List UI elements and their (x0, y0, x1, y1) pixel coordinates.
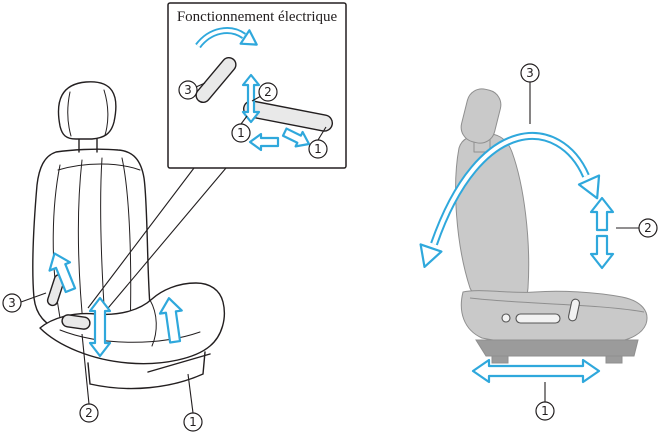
label-3-left-text: 3 (8, 296, 16, 310)
callout-label-1b-text: 1 (314, 142, 322, 156)
callout-label-lines (195, 82, 327, 141)
label-2-right: 2 (638, 218, 658, 238)
lift-up-arrow-icon (589, 196, 615, 232)
label-2-left-line (81, 333, 90, 405)
label-1-left: 1 (183, 412, 203, 432)
label-1-left-line (187, 373, 194, 414)
callout-box: Fonctionnement électrique 3 2 1 (167, 2, 347, 169)
side-slide-switch (515, 313, 561, 324)
left-seat-labels: 3 2 1 (2, 292, 203, 432)
cushion-seam-right (149, 299, 157, 347)
right-seat-arrows (419, 131, 615, 384)
slide-double-arrow-icon (471, 358, 601, 384)
recline-arc-core (432, 133, 588, 245)
right-cushion-seam (469, 297, 645, 313)
seat-cushion (39, 282, 226, 365)
right-seat-base (475, 339, 639, 357)
label-2-left: 2 (79, 403, 99, 423)
left-seat-illustration (32, 81, 226, 390)
label-1-left-text: 1 (189, 415, 197, 429)
right-seat-foot-front (491, 355, 509, 364)
right-seat-illustration (455, 88, 648, 364)
side-knob (501, 313, 511, 323)
label-2-left-text: 2 (85, 406, 93, 420)
cushion-seam-front (59, 329, 201, 343)
lift-double-arrow-icon (241, 73, 261, 124)
callout-pointer-lines (87, 167, 227, 321)
label-1-right: 1 (535, 401, 555, 421)
label-3-left-line (20, 292, 47, 303)
callout-title: Fonctionnement électrique (177, 9, 338, 25)
seat-back-seam-right (121, 157, 132, 333)
slide-left-arrow-icon (248, 132, 280, 152)
callout-label-1b: 1 (308, 139, 328, 159)
recline-switch-lever (195, 56, 237, 104)
right-seat-foot-rear (605, 355, 623, 364)
callout-label-1a: 1 (231, 123, 251, 143)
callout-label-3: 3 (178, 80, 198, 100)
recline-curve-arrow-head-icon (239, 29, 258, 46)
seat-back-seam-mid1 (77, 159, 85, 335)
seat-base-rails (87, 351, 211, 390)
right-seat-back (455, 133, 530, 311)
slide-right-arrow-icon (281, 127, 311, 148)
lift-down-arrow-icon (589, 234, 615, 270)
right-headrest (460, 88, 502, 144)
callout-label-2-text: 2 (264, 85, 272, 99)
recline-arc-head-lower-icon (419, 243, 443, 269)
cushion-up-arrow-icon (158, 297, 183, 344)
label-3-right: 3 (520, 63, 540, 83)
label-1-right-text: 1 (541, 404, 549, 418)
callout-label-1a-text: 1 (237, 126, 245, 140)
left-seat-arrows (48, 252, 183, 358)
label-3-right-text: 3 (526, 66, 534, 80)
callout-label-3-text: 3 (184, 83, 192, 97)
slide-lift-switch (242, 100, 334, 132)
callout-label-2: 2 (258, 82, 278, 102)
recline-arc-head-upper-icon (577, 174, 601, 200)
headrest (57, 81, 117, 140)
side-recline-switch (567, 298, 581, 322)
seat-back-seam-shoulder (57, 163, 141, 171)
label-3-left: 3 (2, 293, 22, 313)
recline-curve-arrow-core (196, 28, 245, 48)
recline-up-arrow-icon (48, 252, 77, 294)
headrest-seam-left (67, 91, 72, 137)
right-seat-labels: 3 2 1 (520, 63, 658, 421)
headrest-seam-right (103, 89, 109, 136)
label-2-right-text: 2 (644, 221, 652, 235)
headrest-posts (78, 138, 98, 153)
slide-switch-left-seat (61, 314, 91, 330)
lift-up-down-arrow-icon (88, 296, 112, 358)
